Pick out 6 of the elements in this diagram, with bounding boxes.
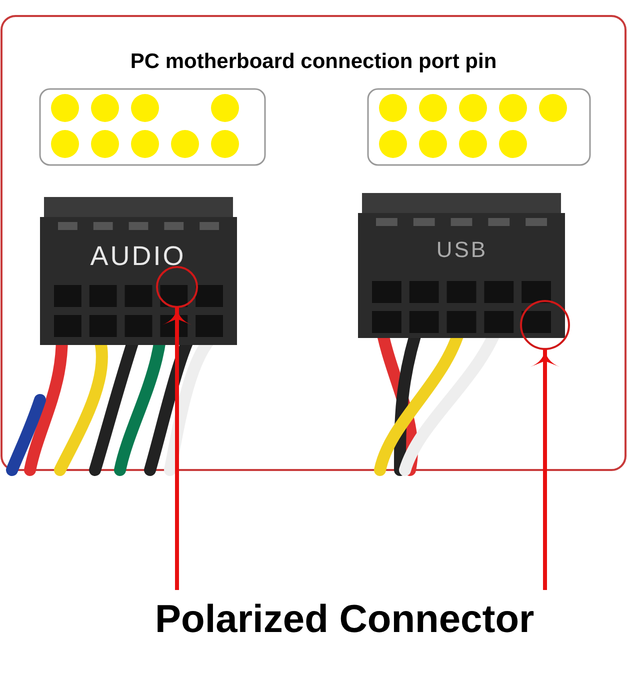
highlight-circle <box>520 300 570 350</box>
highlight-circle <box>156 266 198 308</box>
title: PC motherboard connection port pin <box>129 50 498 74</box>
connector-label: AUDIO <box>89 240 187 272</box>
callout-text: Polarized Connector <box>155 590 534 650</box>
connector-label: USB <box>435 237 489 263</box>
